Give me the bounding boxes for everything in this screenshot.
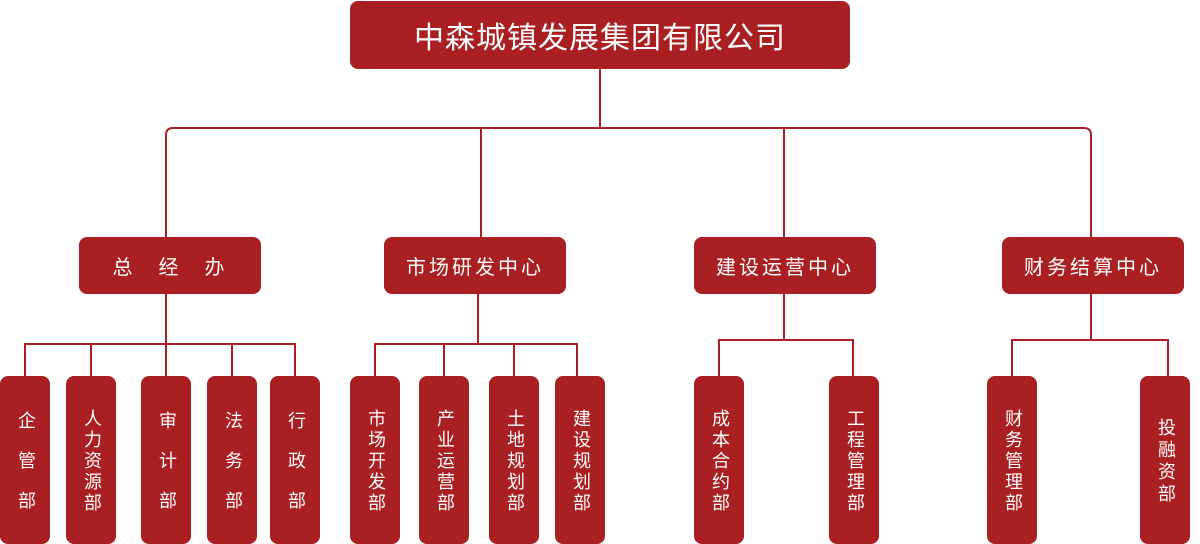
dept-node: 建设规划部 [555,376,605,544]
connector-group-2 [718,294,854,376]
root-node-company: 中森城镇发展集团有限公司 [350,1,850,69]
dept-label: 审计部 [156,411,177,531]
dept-label: 产业运营部 [434,409,455,514]
dept-node: 市场开发部 [350,376,400,544]
center-label: 建设运营中心 [716,255,854,279]
dept-label: 行政部 [285,411,306,531]
dept-label: 市场开发部 [365,409,386,514]
center-label: 总 经 办 [112,255,228,279]
dept-node: 财务管理部 [987,376,1037,544]
connector-group-0 [24,294,296,376]
dept-node: 成本合约部 [694,376,744,544]
center-node-finance-settlement: 财务结算中心 [1002,237,1184,294]
dept-node: 法务部 [207,376,257,544]
connector-center-bus [165,127,1092,237]
dept-label: 财务管理部 [1002,409,1023,514]
dept-node: 土地规划部 [489,376,539,544]
connector-group-1 [374,294,578,376]
dept-node: 产业运营部 [419,376,469,544]
dept-label: 工程管理部 [844,409,865,514]
dept-node: 审计部 [141,376,191,544]
dept-label: 成本合约部 [709,409,730,514]
dept-node: 企管部 [0,376,50,544]
dept-label: 土地规划部 [504,409,525,514]
dept-node: 工程管理部 [829,376,879,544]
connector-group-3 [1011,294,1169,376]
dept-label: 投融资部 [1155,418,1176,506]
dept-label: 法务部 [222,411,243,531]
center-node-market-rd: 市场研发中心 [384,237,566,294]
dept-label: 企管部 [15,411,36,531]
center-node-general-office: 总 经 办 [79,237,261,294]
dept-node: 人力资源部 [66,376,116,544]
center-label: 财务结算中心 [1024,255,1162,279]
dept-node: 投融资部 [1140,376,1190,544]
center-label: 市场研发中心 [406,255,544,279]
dept-label: 建设规划部 [570,409,591,514]
dept-node: 行政部 [270,376,320,544]
dept-label: 人力资源部 [81,409,102,514]
center-node-construction-ops: 建设运营中心 [694,237,876,294]
root-label: 中森城镇发展集团有限公司 [414,21,786,56]
